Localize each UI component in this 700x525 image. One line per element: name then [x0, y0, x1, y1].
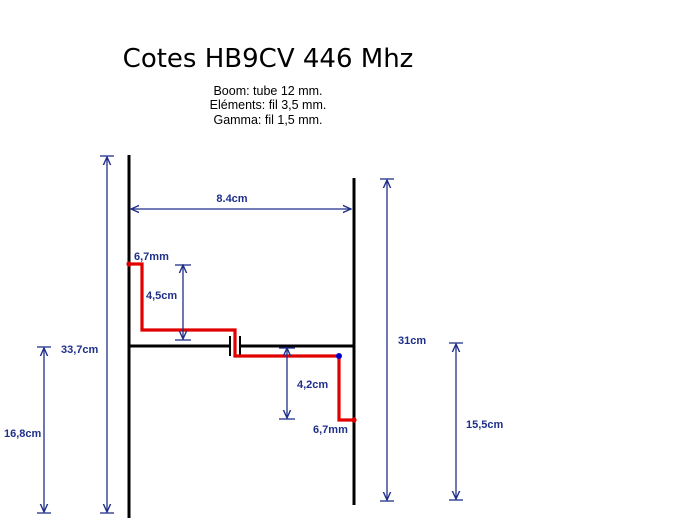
spec-gamma: Gamma: fil 1,5 mm.	[213, 113, 322, 127]
capacitor-dot	[336, 353, 342, 359]
diagram-title: Cotes HB9CV 446 Mhz	[123, 44, 414, 74]
left-element-half-label: 16,8cm	[4, 428, 42, 440]
gamma-bottom-height-label: 4,2cm	[297, 379, 328, 391]
spacing-label: 8.4cm	[216, 193, 247, 205]
right-element-length-label: 31cm	[398, 335, 426, 347]
gamma-bottom-offset-label: 6,7mm	[313, 424, 348, 436]
gamma-match	[129, 262, 354, 422]
right-element-half-label: 15,5cm	[466, 419, 504, 431]
gamma-top-joint	[126, 261, 132, 267]
gamma-top-height-label: 4,5cm	[146, 290, 177, 302]
spec-elements: Eléments: fil 3,5 mm.	[210, 98, 327, 112]
gamma-top-offset-label: 6,7mm	[134, 251, 169, 263]
left-element-length-label: 33,7cm	[61, 344, 99, 356]
spec-boom: Boom: tube 12 mm.	[213, 84, 322, 98]
gamma-bottom-joint	[351, 417, 357, 423]
